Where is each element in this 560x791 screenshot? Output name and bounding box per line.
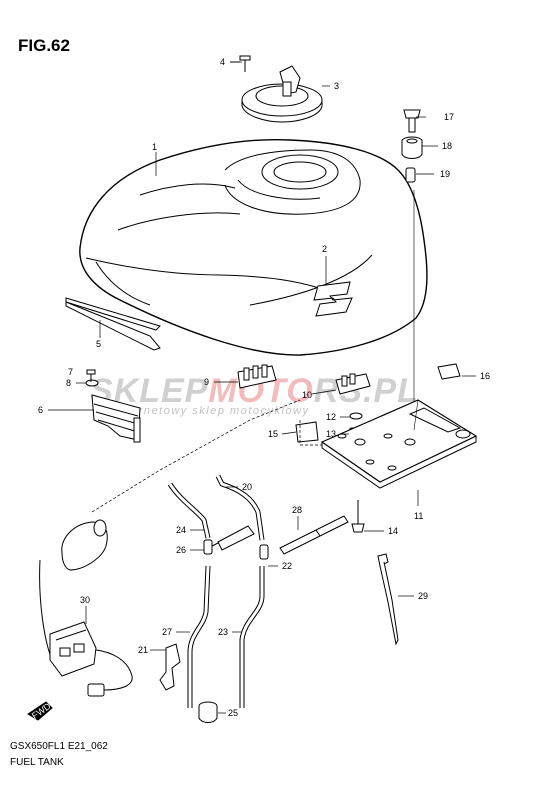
cable-tie <box>377 553 399 646</box>
callout-24: 24 <box>176 525 186 535</box>
callout-5: 5 <box>96 339 101 349</box>
drain-tube <box>279 515 349 555</box>
callout-4: 4 <box>220 57 225 67</box>
cushion-bolt <box>403 109 421 133</box>
rear-mount-bracket <box>320 399 478 489</box>
figure-caption: FUEL TANK <box>10 757 64 768</box>
tank-cushion <box>401 136 423 159</box>
watermark-brand: SKLEPMOTORS.PL <box>90 372 419 410</box>
rubber-cushion-left <box>237 364 277 389</box>
washer <box>85 379 99 387</box>
figure-title: FIG.62 <box>18 36 70 55</box>
callout-12: 12 <box>326 412 336 422</box>
callout-13: 13 <box>326 429 336 439</box>
callout-23: 23 <box>218 627 228 637</box>
callout-29: 29 <box>418 591 428 601</box>
callout-2: 2 <box>322 244 327 254</box>
hose-clamp <box>159 643 181 691</box>
callout-15: 15 <box>268 429 278 439</box>
callout-8: 8 <box>66 378 71 388</box>
hose-27 <box>187 565 211 708</box>
callout-25: 25 <box>228 708 238 718</box>
mounting-bracket <box>91 394 141 443</box>
fuel-cap <box>241 65 323 123</box>
callout-14: 14 <box>388 526 398 536</box>
callout-21: 21 <box>138 645 148 655</box>
collar <box>405 167 416 183</box>
rubber-cushion-right <box>335 373 371 395</box>
rubber-pad <box>437 363 461 380</box>
callout-27: 27 <box>162 627 172 637</box>
callout-17: 17 <box>444 112 454 122</box>
fuel-tank <box>79 138 428 356</box>
callout-9: 9 <box>204 377 209 387</box>
callout-16: 16 <box>480 371 490 381</box>
fuel-pump <box>39 519 133 697</box>
callout-11: 11 <box>414 511 423 521</box>
leader-lines <box>48 61 476 714</box>
hose-20 <box>215 474 265 541</box>
callout-6: 6 <box>38 405 43 415</box>
callout-7: 7 <box>68 367 73 377</box>
tank-emblem <box>313 281 353 317</box>
svg-text:FWD: FWD <box>30 701 53 721</box>
callout-3: 3 <box>334 81 339 91</box>
cap-screw <box>230 55 251 72</box>
callout-18: 18 <box>442 141 452 151</box>
callout-20: 20 <box>242 482 252 492</box>
callout-30: 30 <box>80 595 90 605</box>
mount-bolt <box>351 500 365 533</box>
callout-26: 26 <box>176 545 186 555</box>
watermark-tagline: internetowy sklep motocyklowy <box>115 405 310 417</box>
model-code: GSX650FL1 E21_062 <box>10 741 108 752</box>
callout-10: 10 <box>302 390 312 400</box>
callout-28: 28 <box>292 505 302 515</box>
seal-strip <box>65 297 161 351</box>
forward-arrow-icon: FWD <box>27 701 53 721</box>
bracket-screw <box>86 369 96 382</box>
callout-19: 19 <box>440 169 450 179</box>
hose-23 <box>239 566 265 708</box>
hose-24 <box>167 482 211 539</box>
grommet <box>198 701 218 723</box>
callout-labels: 1 2 3 4 5 6 7 8 9 10 11 12 13 14 15 16 1… <box>38 57 490 718</box>
callout-1: 1 <box>152 142 157 152</box>
callout-22: 22 <box>282 561 292 571</box>
